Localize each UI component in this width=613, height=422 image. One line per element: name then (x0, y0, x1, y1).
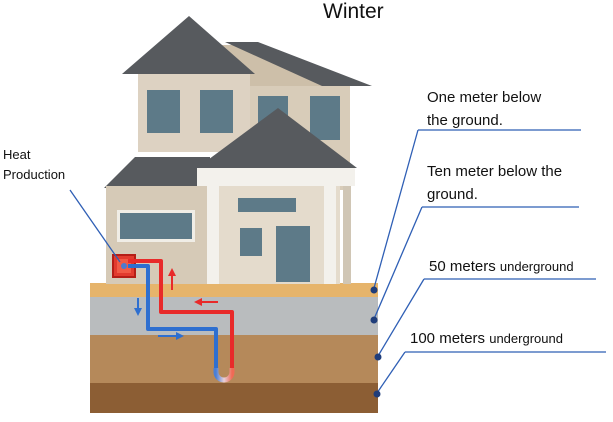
heat-label-line2: Production (3, 167, 66, 182)
depth-marker-50m (374, 353, 382, 361)
depth-label-50m-suffix: underground (499, 259, 574, 274)
depth-label-10m-line1: Ten meter below the (427, 163, 563, 180)
depth-label-50m: 50 meters underground (429, 255, 613, 278)
depth-marker-100m (373, 390, 381, 398)
depth-label-50m-value: 50 meters (429, 258, 496, 275)
depth-label-100m: 100 meters underground (410, 327, 613, 350)
depth-markers (370, 286, 382, 398)
depth-label-100m-value: 100 meters (410, 330, 486, 347)
depth-label-10m-line2: ground. (427, 186, 478, 203)
depth-label-1m: One meter below the ground. (427, 86, 607, 132)
page-title: Winter (323, 0, 384, 23)
heat-production-label: Heat Production (3, 145, 65, 185)
leader-lines (69, 129, 606, 394)
soil-layer-top (90, 283, 378, 297)
depth-marker-1m (370, 286, 378, 294)
depth-label-1m-line2: the ground. (427, 112, 503, 129)
depth-label-10m: Ten meter below the ground. (427, 160, 607, 206)
heat-label-line1: Heat (3, 147, 31, 162)
flow-arrow-icon (134, 268, 218, 340)
soil-layer-deep (90, 383, 378, 413)
depth-marker-10m (370, 316, 378, 324)
ground-loop-pipes (128, 259, 235, 383)
depth-label-1m-line1: One meter below (427, 89, 542, 106)
house-illustration (104, 16, 372, 284)
depth-label-100m-suffix: underground (489, 331, 563, 346)
